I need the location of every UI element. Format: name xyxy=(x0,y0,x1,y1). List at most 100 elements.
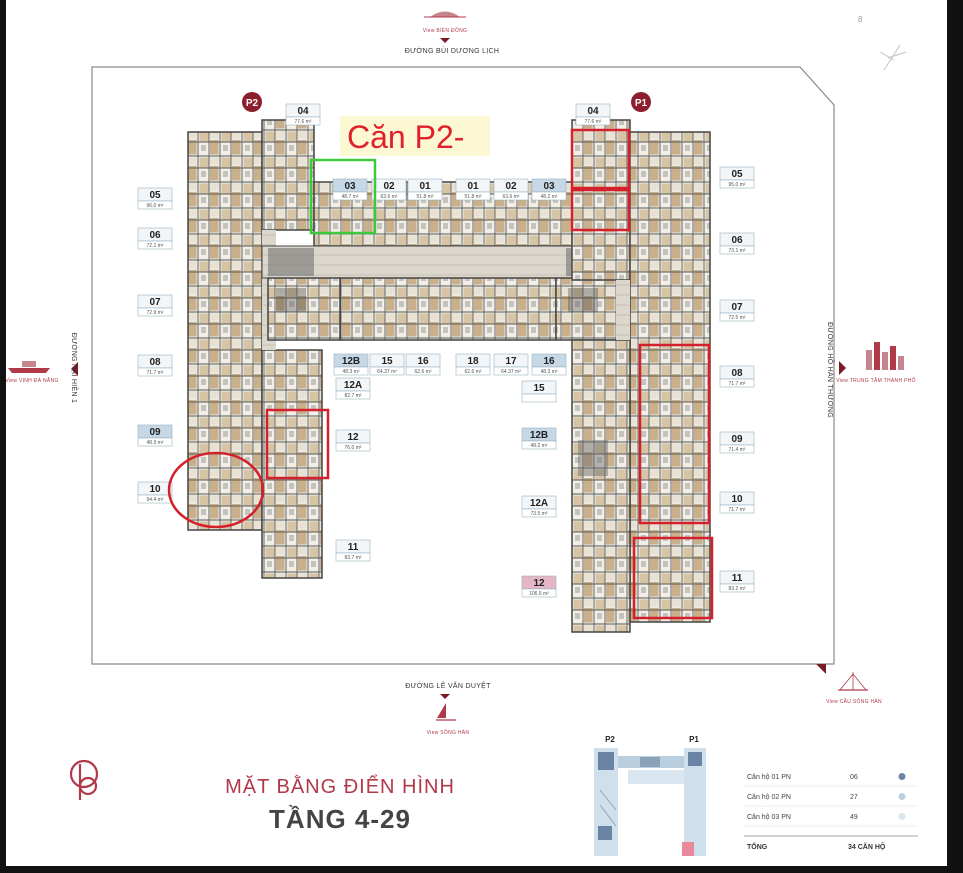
unit-area: 48.3 m² xyxy=(343,369,360,375)
unit-area: 71.7 m² xyxy=(147,370,164,376)
highlight-unit-p1-03 xyxy=(570,188,631,232)
unit-area: 63.6 m² xyxy=(381,194,398,200)
pb-monogram-logo xyxy=(69,759,99,800)
city-skyline-icon xyxy=(866,342,904,370)
east-arrow xyxy=(839,361,846,375)
unit-number: 11 xyxy=(732,573,743,584)
unit-area: 51.8 m² xyxy=(465,194,482,200)
unit-number: 15 xyxy=(381,356,393,367)
unit-area-box xyxy=(285,116,321,126)
unit-area: 71.4 m² xyxy=(729,447,746,453)
tower-badge-p1: P1 xyxy=(631,92,651,112)
bridge-icon xyxy=(838,672,868,691)
unit-number: 12B xyxy=(530,430,548,441)
highlight-unit-p2-03 xyxy=(309,158,377,235)
highlight-unit-p1-11 xyxy=(632,536,714,620)
unit-number: 17 xyxy=(505,356,517,367)
unit-number: 04 xyxy=(297,106,309,117)
unit-area-box xyxy=(719,504,755,514)
legend-row-value: 49 xyxy=(850,814,858,821)
legend-row-label: Căn hộ 01 PN xyxy=(747,774,791,781)
unit-number: 12 xyxy=(347,432,359,443)
site-boundary xyxy=(91,66,835,665)
highlight-unit-p2-12 xyxy=(265,408,330,480)
unit-area-box xyxy=(137,367,173,377)
unit-area-box xyxy=(335,552,371,562)
road-top-label: ĐƯỜNG BÙI DƯƠNG LỊCH xyxy=(405,46,500,55)
unit-label-09: 09 71.4 m² xyxy=(719,431,755,454)
annotation-text: Căn P2- xyxy=(347,119,464,155)
unit-area: 94.4 m² xyxy=(147,497,164,503)
unit-number: 09 xyxy=(731,434,743,445)
legend-total-label: TỔNG xyxy=(747,842,768,851)
unit-area: 48.9 m² xyxy=(147,440,164,446)
unit-area: 48.3 m² xyxy=(541,369,558,375)
unit-area: 64.37 m² xyxy=(501,369,521,375)
unit-area-box xyxy=(493,366,529,376)
unit-area: 63.6 m² xyxy=(503,194,520,200)
unit-area-box xyxy=(455,366,491,376)
unit-number: 07 xyxy=(731,302,743,313)
west-arrow xyxy=(71,362,78,376)
title-line1: MẶT BẰNG ĐIỂN HÌNH xyxy=(225,774,455,798)
unit-number: 07 xyxy=(149,297,161,308)
svg-text:P2: P2 xyxy=(246,98,259,109)
road-right-label: ĐƯỜNG HỒ HÁN THƯƠNG xyxy=(826,322,836,418)
unit-area-box xyxy=(719,583,755,593)
unit-area-box xyxy=(369,366,405,376)
unit-number: 02 xyxy=(505,181,517,192)
view-top-label: View BIỂN ĐÔNG xyxy=(423,27,467,34)
unit-area-box xyxy=(332,191,368,201)
north-arrow xyxy=(440,38,450,43)
legend-row-label: Căn hộ 03 PN xyxy=(747,814,791,821)
svg-text:P1: P1 xyxy=(689,735,699,744)
unit-area-box xyxy=(137,437,173,447)
unit-area: 62.6 m² xyxy=(465,369,482,375)
view-bottom-label: View SÔNG HÀN xyxy=(427,729,470,736)
legend-swatch-icon xyxy=(898,813,906,820)
legend-row-label: Căn hộ 02 PN xyxy=(747,794,791,801)
road-left-label: ĐƯỜNG NẠI HIÊN 1 xyxy=(70,333,79,403)
tower-badge-p2: P2 xyxy=(242,92,262,112)
unit-number: 12A xyxy=(344,380,362,391)
legend-swatch-icon xyxy=(898,773,906,780)
unit-area-box xyxy=(137,200,173,210)
unit-number: 10 xyxy=(149,484,161,495)
unit-area-box xyxy=(521,440,557,450)
unit-number: 12A xyxy=(530,498,548,509)
unit-area-box xyxy=(371,191,407,201)
unit-area: 48.2 m² xyxy=(541,194,558,200)
highlight-units-p1-08-10 xyxy=(638,343,711,525)
unit-number: 08 xyxy=(731,368,743,379)
legend-row-value: 06 xyxy=(850,774,858,781)
unit-area-box xyxy=(531,191,567,201)
unit-label-15: 15 xyxy=(521,380,557,403)
unit-area: 106.5 m² xyxy=(529,591,549,597)
unit-area: 48.7 m² xyxy=(342,194,359,200)
svg-text:P1: P1 xyxy=(635,98,648,109)
unit-area-box xyxy=(455,191,491,201)
unit-area: 77.6 m² xyxy=(585,119,602,125)
unit-area-box xyxy=(407,191,443,201)
south-arrow xyxy=(440,694,450,699)
unit-area-box xyxy=(719,179,755,189)
unit-area: 73.1 m² xyxy=(729,248,746,254)
unit-number: 18 xyxy=(467,356,479,367)
unit-number: 12 xyxy=(533,578,545,589)
unit-number: 05 xyxy=(149,190,161,201)
